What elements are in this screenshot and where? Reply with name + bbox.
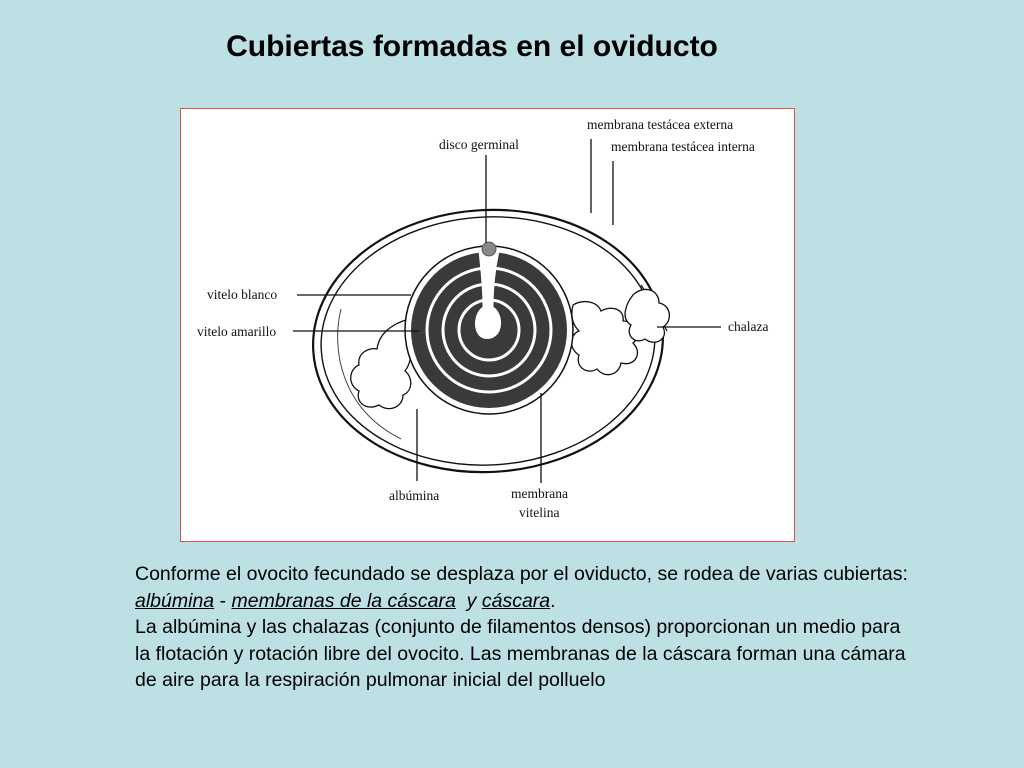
p1-sep1: - — [214, 589, 232, 612]
term-cascara: cáscara — [481, 589, 551, 612]
latebra — [475, 250, 502, 339]
p1-end: . — [550, 589, 556, 612]
chalaza-right-blob — [624, 288, 670, 343]
label-membrana-vitelina-2: vitelina — [519, 505, 560, 520]
label-membrana-vitelina-1: membrana — [511, 486, 568, 501]
paragraph-1: Conforme el ovocito fecundado se desplaz… — [135, 561, 915, 614]
label-membrana-externa: membrana testácea externa — [587, 117, 733, 132]
label-chalaza: chalaza — [728, 319, 768, 334]
egg-diagram: disco germinal membrana testácea externa… — [180, 108, 795, 542]
albumen-outline — [337, 308, 402, 440]
egg-diagram-svg: disco germinal membrana testácea externa… — [197, 117, 768, 520]
label-membrana-interna: membrana testácea interna — [611, 139, 755, 154]
p1-intro: Conforme el ovocito fecundado se desplaz… — [135, 563, 908, 585]
slide-title: Cubiertas formadas en el oviducto — [226, 30, 718, 63]
body-text: Conforme el ovocito fecundado se desplaz… — [135, 561, 915, 694]
label-vitelo-blanco: vitelo blanco — [207, 287, 277, 302]
term-membranas: membranas de la cáscara — [231, 589, 456, 612]
term-albumina: albúmina — [135, 589, 215, 612]
label-disco-germinal: disco germinal — [439, 137, 519, 152]
germinal-disc — [481, 241, 497, 257]
paragraph-2: La albúmina y las chalazas (conjunto de … — [135, 616, 906, 691]
label-albumina: albúmina — [389, 488, 439, 503]
chalaza-left — [350, 318, 412, 410]
p1-sep2: y — [455, 589, 482, 612]
label-vitelo-amarillo: vitelo amarillo — [197, 324, 276, 339]
